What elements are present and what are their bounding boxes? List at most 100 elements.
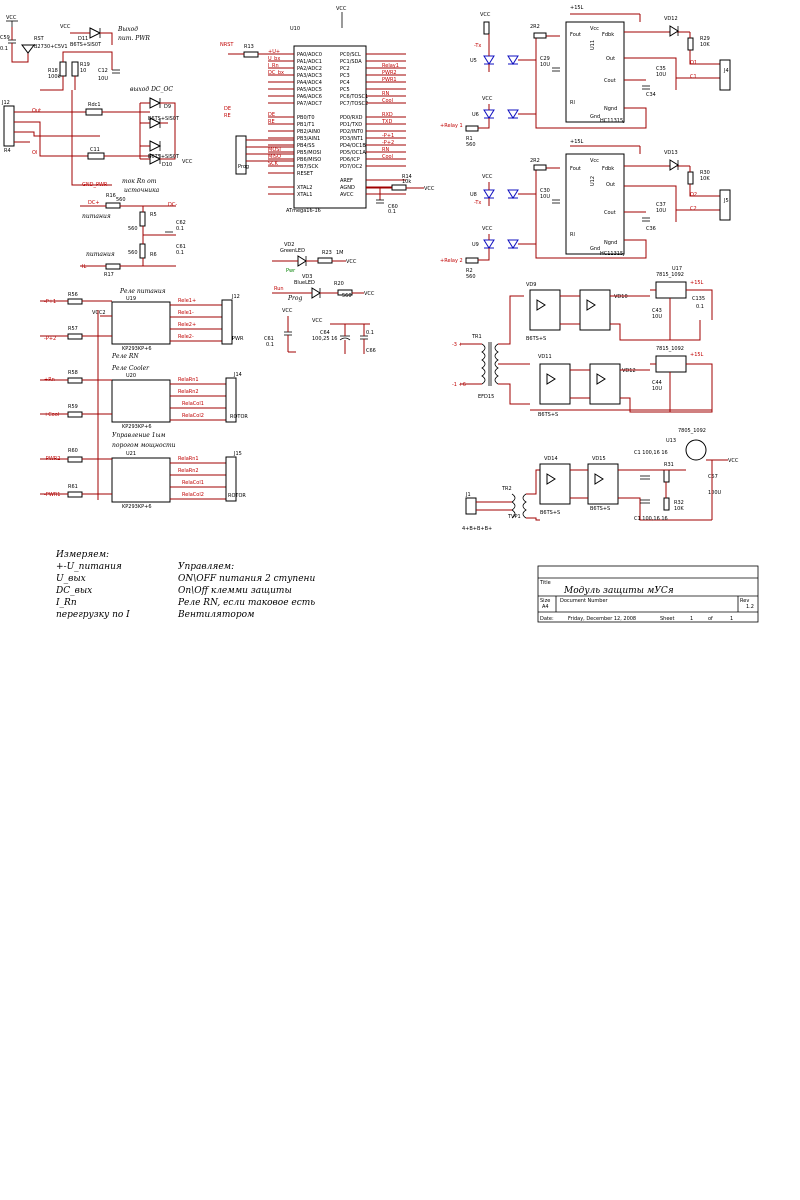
relay-rn-ref: U20	[126, 373, 136, 379]
mcu-left-pin-label: PB7/SCK	[297, 164, 319, 170]
mcu-right-net: Relay1	[382, 63, 399, 69]
mcu-left-net: DC_bx	[268, 70, 284, 76]
o1-pl1: Vcc	[590, 26, 599, 32]
relay-rn-chip	[111, 379, 171, 423]
pwr-in2: -PWR1	[44, 492, 60, 498]
bs-r31-res	[663, 469, 670, 483]
o2-iso: +15L	[570, 139, 584, 145]
rs-out3: Rele2+	[178, 322, 196, 328]
o2-pl2: Rl	[570, 232, 575, 238]
mcu-left-pin-label: XTAL1	[297, 192, 312, 198]
mcu-right-net: RXD	[382, 112, 393, 118]
o1-led-net: -Tx	[474, 43, 481, 49]
measure-item-1: +-U_питания	[56, 562, 122, 572]
bs-part1: B6TS+S	[540, 510, 560, 516]
led-section: VD2 GreenLED R23 1M VCC Pwr VD3 BlueLED …	[272, 242, 375, 302]
vd12-bridge	[589, 363, 621, 405]
led1-vcc: VCC	[346, 259, 357, 265]
pwr-connector	[225, 456, 237, 502]
vd3-desc: BlueLED	[294, 280, 315, 286]
d9-label: D9	[164, 104, 171, 110]
o2-led-net: -Tx	[474, 200, 481, 206]
vd10-bridge	[579, 289, 611, 331]
mcu-left-net: MISO	[268, 154, 281, 160]
relay-supply-vcc2: VCC2	[92, 310, 106, 316]
bs-uref: U13	[666, 438, 676, 444]
c11-part	[87, 152, 105, 160]
mcu-right-pin-label: AVCC	[340, 192, 354, 198]
mcu-left-pin-label: PA1/ADC1	[297, 59, 322, 65]
pwr-r2-res	[67, 491, 83, 498]
prog-net: Prog	[287, 295, 303, 302]
r23-value: 1M	[336, 250, 344, 256]
relay-supply-title: Реле питания	[119, 288, 166, 295]
relay-pwr-chip	[111, 457, 171, 503]
o2-net-c1: C2	[690, 206, 697, 212]
mcu-right-net: TXD	[381, 119, 392, 125]
o2-part: HC11315J	[600, 251, 625, 257]
o1-pl3: Gnd	[590, 114, 600, 120]
rs-out2: Rele1-	[178, 310, 194, 316]
vd2-desc: GreenLED	[280, 248, 305, 254]
rn-out4: RelaCol2	[182, 413, 204, 419]
vcc-label: VCC	[6, 15, 17, 21]
r6-label: R6	[150, 252, 157, 258]
mcu-left-pin-label: PB3/AIN1	[297, 136, 320, 142]
control-item-3: Реле RN, если таковое есть	[177, 598, 315, 608]
pwr-conn-label: ROTOR	[228, 493, 246, 499]
d11-label: D11	[78, 36, 88, 42]
re-net: RE	[224, 113, 231, 119]
tb-title: Модуль защиты мУСя	[563, 586, 674, 596]
bs-regulator	[685, 439, 707, 461]
r18-value: 100k	[48, 74, 61, 80]
bs-j1-conn	[465, 497, 477, 515]
o2-c30-val: 10U	[540, 194, 550, 200]
c60-label: C60	[388, 204, 398, 210]
mcu-right-net: Cool	[382, 98, 393, 104]
c60-value: 0.1	[388, 209, 396, 215]
measure-item-2: U_вых	[56, 574, 86, 584]
o2-pr2: Cout	[604, 210, 616, 216]
tr1-part: EFD15	[478, 394, 494, 400]
gnd-pwr-net: GND_PWR	[82, 182, 108, 188]
tb-title-label: Title	[539, 580, 551, 586]
mcu-right-pin-label: PD1/TXD	[340, 122, 362, 128]
o1-relay-net: +Relay 1	[440, 123, 463, 129]
rn-r1-res	[67, 377, 83, 384]
relay-pwr-title2: порогом мощности	[112, 442, 176, 449]
pwr-conn: J15	[233, 451, 242, 457]
rdc1-resistor	[85, 108, 103, 116]
r20-label: R20	[334, 281, 344, 287]
pwr-net: Pwr	[286, 268, 296, 274]
c12-value: 10U	[98, 76, 108, 82]
mcu-left-pin-label: XTAL2	[297, 185, 312, 191]
control-item-4: Вентилятором	[177, 610, 254, 620]
o2-conn-label: J5	[723, 198, 729, 204]
mcu-right-pin-label: PC7/TOSC2	[340, 101, 368, 107]
relay-rn-part: KP293KP+6	[122, 424, 152, 430]
tb-size-label: Size	[540, 598, 550, 604]
o1-rfe-res	[533, 32, 547, 39]
mcu-left-pin-label: PA0/ADC0	[297, 52, 322, 58]
j12-connector	[3, 105, 15, 147]
rst-label: RST	[34, 36, 45, 42]
mcu-left-pin-label: PB6/MISO	[297, 157, 321, 163]
o1-connector	[719, 59, 731, 91]
mcu-left-pin-label: PB5/MOSI	[297, 150, 321, 156]
o2-net-o1: O2	[690, 192, 697, 198]
o2-c30: C30	[540, 188, 550, 194]
c62-label: C62	[176, 220, 186, 226]
mcu-right-pin-label: PD2/INT0	[340, 129, 363, 135]
o1-led2: U6	[472, 112, 479, 118]
mcu-right-pin-label: PD7/OC2	[340, 164, 362, 170]
o2-vd: VD13	[664, 150, 678, 156]
control-title: Управляем:	[178, 562, 234, 572]
mcu-left-net: DE	[268, 112, 275, 118]
rs-in1: -P+1	[44, 299, 56, 305]
mcu-right-pin-label: PD3/INT1	[340, 136, 363, 142]
r16-value: 560	[116, 197, 126, 203]
mcu-right-net: RN	[382, 91, 389, 97]
o1-pl2: Rl	[570, 100, 575, 106]
mcu-right-pin-label: PC5	[340, 87, 350, 93]
